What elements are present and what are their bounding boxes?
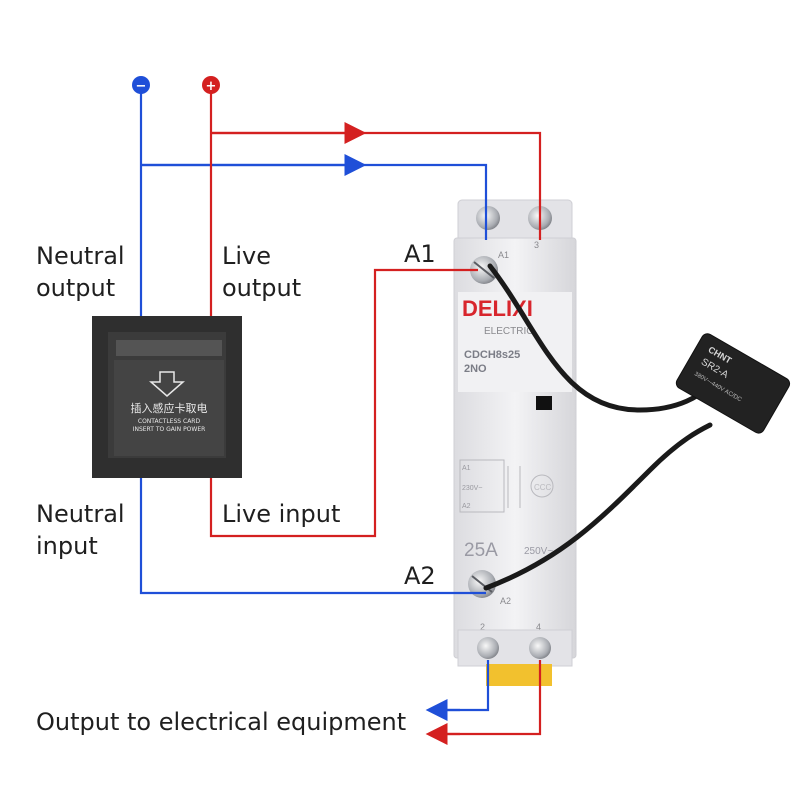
neutral-wires	[139, 92, 490, 721]
neutral-output-line-1: Neutral	[36, 242, 125, 270]
live-wires	[209, 92, 542, 745]
terminal-4-screw	[529, 637, 551, 659]
neutral-input-line-2: input	[36, 532, 98, 560]
live-input-label: Live input	[222, 500, 341, 528]
terminal-3-mark: 3	[534, 240, 539, 250]
card-switch	[92, 316, 242, 478]
schematic-a2: A2	[462, 503, 471, 510]
neutral-output-line-2: output	[36, 274, 116, 302]
minus-symbol: −	[136, 79, 147, 94]
surge-module: CHNT SR2-A 380V~-440V AC/DC	[675, 333, 791, 434]
schematic-a1: A1	[462, 465, 471, 472]
plus-icon	[202, 76, 220, 94]
card-switch-text-en-1: CONTACTLESS CARD	[137, 418, 201, 425]
din-clip	[486, 664, 552, 686]
status-window	[536, 396, 552, 410]
contactor-model: CDCH8s25	[464, 349, 520, 361]
neutral-input-line-1: Neutral	[36, 500, 125, 528]
card-switch-text: 插入感应卡取电 CONTACTLESS CARD INSERT TO GAIN …	[114, 402, 224, 434]
a1-label: A1	[404, 240, 436, 268]
surge-module-cables	[483, 263, 715, 591]
schematic-coil-voltage: 230V~	[462, 485, 482, 492]
contactor-sub-brand: ELECTRIC	[484, 326, 533, 337]
terminal-1-screw	[476, 206, 500, 230]
contactor-contacts: 2NO	[464, 363, 487, 375]
contactor-voltage: 250V~	[524, 546, 553, 557]
terminal-2-mark: 2	[480, 622, 485, 632]
terminal-a2-mark: A2	[500, 596, 511, 606]
insert-arrow-icon	[149, 371, 185, 397]
svg-text:CCC: CCC	[534, 483, 552, 492]
card-switch-text-en-2: INSERT TO GAIN POWER	[132, 426, 206, 433]
live-output-line-2: output	[222, 274, 302, 302]
contactor: DELIXI ELECTRIC CDCH8s25 2NO A1 230V~ A2…	[453, 199, 577, 686]
a2-label: A2	[404, 562, 436, 590]
neutral-output-label: Neutral output	[36, 240, 125, 304]
contactor-current: 25A	[464, 540, 498, 561]
plus-symbol: +	[206, 79, 217, 94]
card-switch-text-cn: 插入感应卡取电	[130, 402, 208, 415]
terminal-a1-mark: A1	[498, 250, 509, 260]
live-output-label: Live output	[222, 240, 301, 304]
minus-icon	[132, 76, 150, 94]
terminal-2-screw	[477, 637, 499, 659]
output-equipment-label: Output to electrical equipment	[36, 708, 407, 736]
terminal-4-mark: 4	[536, 622, 541, 632]
neutral-input-label: Neutral input	[36, 498, 125, 562]
live-output-line-1: Live	[222, 242, 272, 270]
